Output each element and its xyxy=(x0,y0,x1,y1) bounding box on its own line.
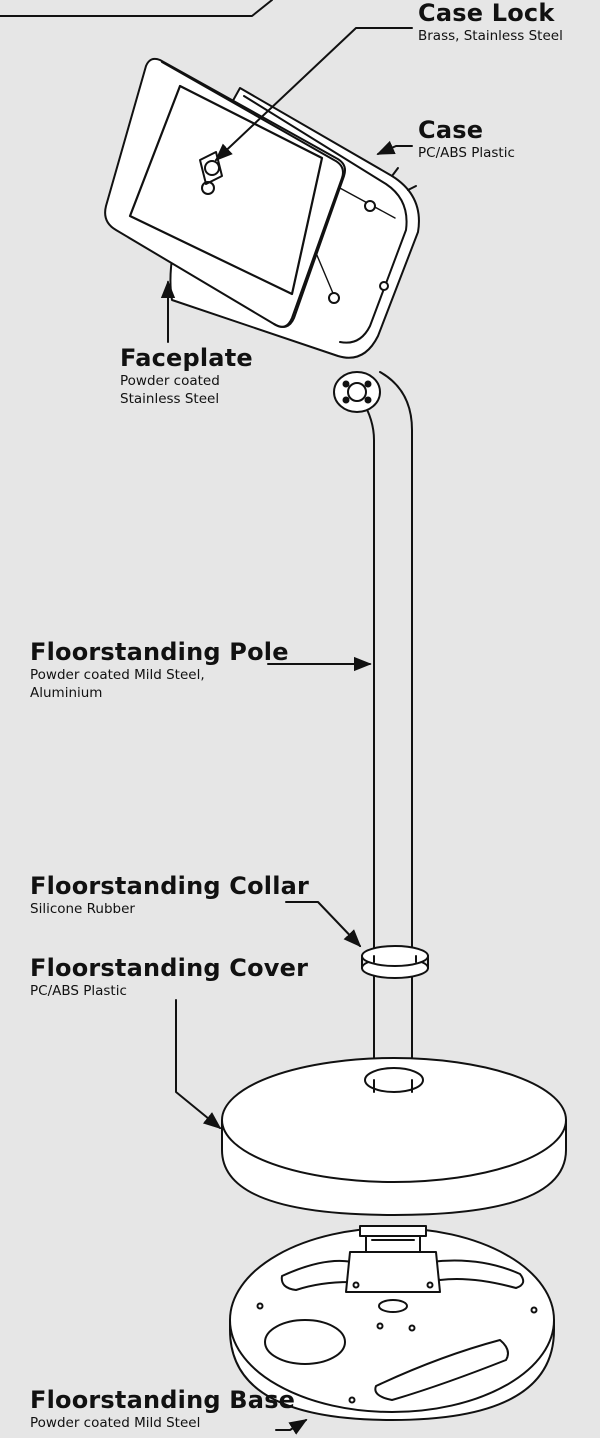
cover-material: PC/ABS Plastic xyxy=(30,983,127,999)
base-material: Powder coated Mild Steel xyxy=(30,1415,201,1431)
case-lock-leader xyxy=(214,27,413,162)
case-leader xyxy=(376,140,413,155)
faceplate-material-2: Stainless Steel xyxy=(120,391,220,407)
collar-leader xyxy=(285,901,362,948)
cover-leader xyxy=(175,999,222,1130)
faceplate-title: Faceplate xyxy=(120,344,253,372)
case-label: Case PC/ABS Plastic xyxy=(418,116,515,162)
base-leader xyxy=(275,1419,308,1435)
cover-title: Floorstanding Cover xyxy=(30,954,309,982)
collar-shape xyxy=(361,945,429,979)
faceplate-shape xyxy=(104,57,346,328)
case-lock-label: Case Lock Brass, Stainless Steel xyxy=(418,0,563,45)
case-material: PC/ABS Plastic xyxy=(418,145,515,161)
collar-material: Silicone Rubber xyxy=(30,901,135,917)
faceplate-label: Faceplate Powder coated Stainless Steel xyxy=(120,344,253,408)
collar-title: Floorstanding Collar xyxy=(30,872,310,900)
pole-label: Floorstanding Pole Powder coated Mild St… xyxy=(30,638,289,702)
base-shape xyxy=(229,1225,555,1421)
case-title: Case xyxy=(418,116,484,144)
base-title: Floorstanding Base xyxy=(30,1386,296,1414)
faceplate-material-1: Powder coated xyxy=(120,373,220,389)
pole-material-2: Aluminium xyxy=(30,685,103,701)
cover-shape xyxy=(221,1057,567,1216)
base-label: Floorstanding Base Powder coated Mild St… xyxy=(30,1386,295,1432)
case-lock-title: Case Lock xyxy=(418,0,555,27)
case-lock-material: Brass, Stainless Steel xyxy=(418,28,563,44)
pole-title: Floorstanding Pole xyxy=(30,638,289,666)
corner-frame xyxy=(0,0,273,17)
pole-shape xyxy=(333,371,413,1153)
collar-label: Floorstanding Collar Silicone Rubber xyxy=(30,872,309,918)
cover-label: Floorstanding Cover PC/ABS Plastic xyxy=(30,954,308,1000)
pole-material-1: Powder coated Mild Steel, xyxy=(30,667,205,683)
